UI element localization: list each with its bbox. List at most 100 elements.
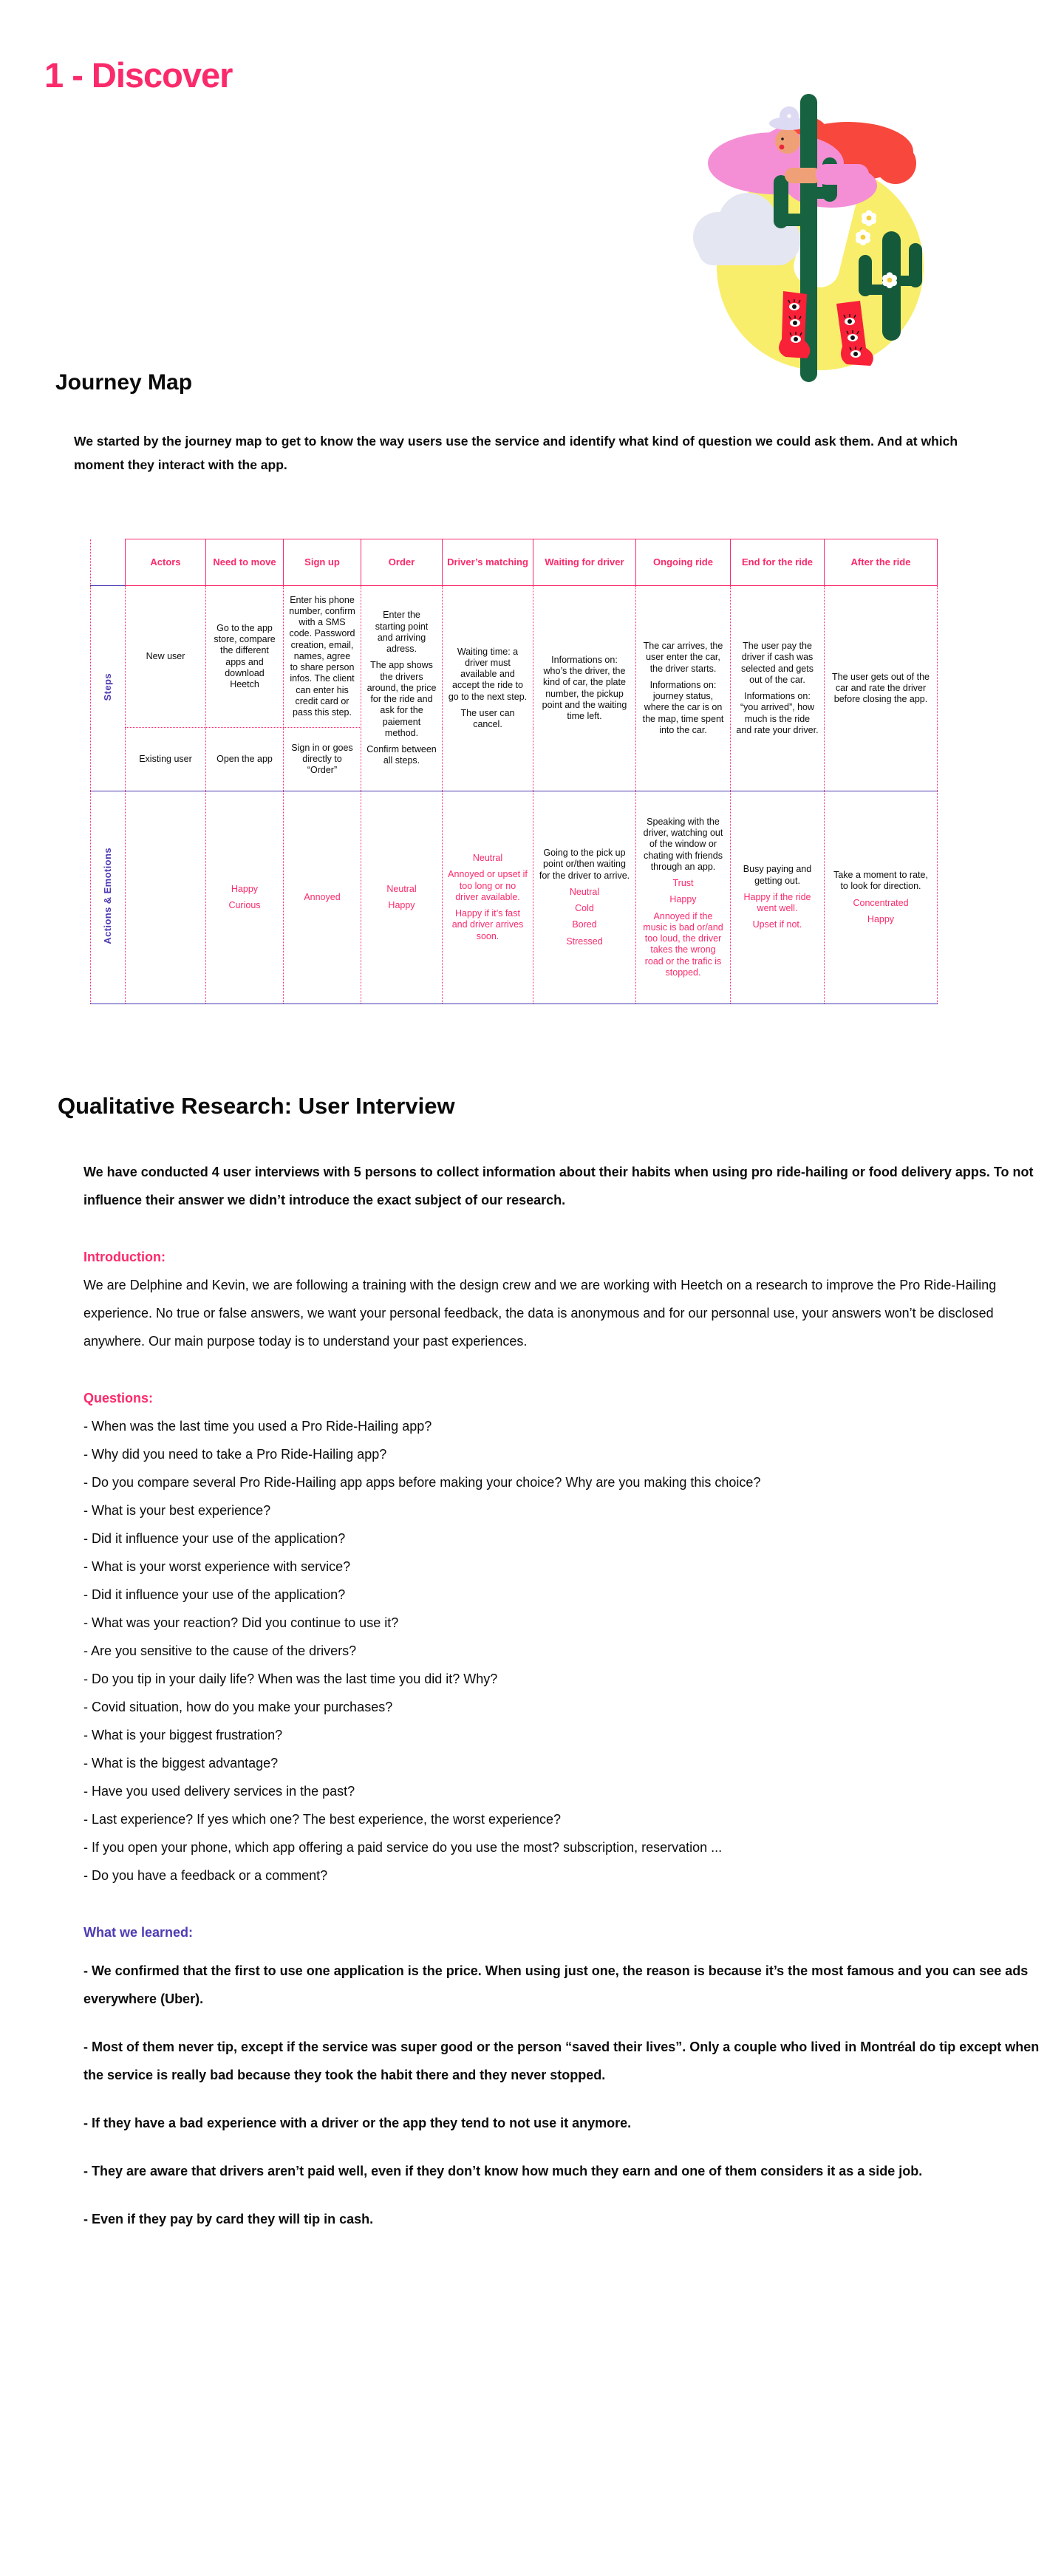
question-item: - Why did you need to take a Pro Ride-Ha… bbox=[83, 1447, 387, 1462]
col-header-ongoing-ride: Ongoing ride bbox=[635, 539, 731, 586]
cloud-icon bbox=[693, 193, 801, 265]
col-header-end-for-the-ride: End for the ride bbox=[730, 539, 825, 586]
emotion-cell-after: Take a moment to rate, to look for direc… bbox=[824, 791, 938, 1004]
emotion-text: Neutral bbox=[472, 853, 503, 864]
emotion-text: Stressed bbox=[566, 936, 603, 947]
learned-item: - They are aware that drivers aren’t pai… bbox=[83, 2164, 923, 2178]
emotion-text: Trust bbox=[672, 878, 694, 889]
emotion-cell-actors bbox=[125, 791, 206, 1004]
action-text: Speaking with the driver, watching out o… bbox=[643, 816, 723, 872]
emotion-cell-end: Busy paying and getting out. Happy if th… bbox=[730, 791, 825, 1004]
ongoing-step-text: The car arrives, the user enter the car,… bbox=[643, 641, 723, 674]
journey-map-table: Actors Need to move Sign up Order Driver… bbox=[90, 539, 938, 1004]
cell-new-user-signup: Enter his phone number, confirm with a S… bbox=[283, 585, 361, 728]
emotion-text: Happy if the ride went well. bbox=[743, 891, 811, 914]
cell-end-for-the-ride: The user pay the driver if cash was sele… bbox=[730, 585, 825, 791]
interview-intro: We have conducted 4 user interviews with… bbox=[83, 1165, 1034, 1207]
emotion-cell-signup: Annoyed bbox=[283, 791, 361, 1004]
cowgirl-face-shape bbox=[769, 106, 809, 154]
cowgirl-arm-shape bbox=[785, 164, 869, 185]
question-item: - What is your worst experience with ser… bbox=[83, 1559, 351, 1574]
what-we-learned-label: What we learned: bbox=[83, 1925, 194, 1940]
cell-ongoing-ride: The car arrives, the user enter the car,… bbox=[635, 585, 731, 791]
col-header-sign-up: Sign up bbox=[283, 539, 361, 586]
emotion-text: Neutral bbox=[386, 883, 417, 894]
cowboy-boots-icon bbox=[779, 291, 873, 366]
question-item: - When was the last time you used a Pro … bbox=[83, 1419, 432, 1434]
question-item: - Did it influence your use of the appli… bbox=[83, 1587, 346, 1602]
cell-drivers-matching: Waiting time: a driver must available an… bbox=[442, 585, 533, 791]
daisy-flowers-icon bbox=[856, 210, 897, 289]
question-item: - Did it influence your use of the appli… bbox=[83, 1531, 346, 1546]
emotion-text: Curious bbox=[228, 900, 261, 910]
question-item: - Have you used delivery services in the… bbox=[83, 1784, 355, 1799]
emotion-cell-waiting: Going to the pick up point or/then waiti… bbox=[533, 791, 636, 1004]
col-header-waiting-for-driver: Waiting for driver bbox=[533, 539, 636, 586]
discover-page: { "title": "1 - Discover", "colors": { "… bbox=[0, 55, 1064, 2576]
question-item: - Are you sensitive to the cause of the … bbox=[83, 1643, 357, 1658]
boot-eyes-icon bbox=[788, 299, 862, 358]
end-step-text: The user pay the driver if cash was sele… bbox=[741, 641, 814, 685]
cell-waiting-for-driver: Informations on: who’s the driver, the k… bbox=[533, 585, 636, 791]
emotions-group-label: Actions & Emotions bbox=[90, 791, 126, 1004]
question-item: - Do you tip in your daily life? When wa… bbox=[83, 1672, 498, 1686]
steps-existing-user-row: Existing user Open the app Sign in or go… bbox=[91, 727, 938, 791]
action-text: Going to the pick up point or/then waiti… bbox=[539, 848, 630, 881]
question-item: - What is your best experience? bbox=[83, 1503, 271, 1518]
emotion-text: Neutral bbox=[569, 886, 600, 897]
emotion-text: Bored bbox=[572, 919, 597, 930]
learned-item: - Even if they pay by card they will tip… bbox=[83, 2212, 374, 2226]
cowgirl-on-cactus-illustration bbox=[693, 94, 924, 382]
ongoing-step-text: Informations on: journey status, where t… bbox=[642, 679, 724, 735]
steps-group-label: Steps bbox=[90, 585, 126, 791]
waiting-step-text: Informations on: who’s the driver, the k… bbox=[542, 654, 627, 721]
steps-new-user-row: Steps New user Go to the app store, comp… bbox=[90, 585, 938, 791]
emotion-text: Happy bbox=[867, 913, 895, 924]
col-header-order: Order bbox=[361, 539, 443, 586]
small-cactus-icon bbox=[859, 231, 922, 341]
cell-existing-user-actor: Existing user bbox=[125, 727, 206, 791]
questions-label: Questions: bbox=[83, 1391, 154, 1405]
question-item: - What is your biggest frustration? bbox=[83, 1728, 283, 1742]
col-header-need-to-move: Need to move bbox=[205, 539, 284, 586]
question-item: - Last experience? If yes which one? The… bbox=[83, 1812, 562, 1827]
order-step-text: Enter the starting point and arriving ad… bbox=[375, 610, 429, 655]
matching-step-text: The user can cancel. bbox=[460, 707, 515, 730]
page-title: 1 - Discover bbox=[44, 55, 233, 95]
table-header-row: Actors Need to move Sign up Order Driver… bbox=[90, 539, 938, 586]
emotion-text: Upset if not. bbox=[752, 919, 802, 930]
action-text: Take a moment to rate, to look for direc… bbox=[833, 870, 928, 892]
learned-item: - If they have a bad experience with a d… bbox=[83, 2116, 632, 2130]
question-item: - What is the biggest advantage? bbox=[83, 1756, 279, 1771]
learned-item: - We confirmed that the first to use one… bbox=[83, 1963, 1029, 2006]
emotion-text: Happy bbox=[388, 900, 415, 910]
col-header-actors: Actors bbox=[125, 539, 206, 586]
cell-existing-user-need: Open the app bbox=[205, 727, 284, 791]
table-corner-cell bbox=[90, 539, 126, 586]
emotion-text: Concentrated bbox=[853, 897, 909, 908]
introduction-label: Introduction: bbox=[83, 1250, 166, 1264]
qualitative-research-heading: Qualitative Research: User Interview bbox=[58, 1093, 455, 1119]
learned-list: - We confirmed that the first to use one… bbox=[83, 1957, 1044, 2286]
matching-step-text: Waiting time: a driver must available an… bbox=[448, 646, 528, 702]
emotion-cell-ongoing: Speaking with the driver, watching out o… bbox=[635, 791, 731, 1004]
journey-map-table-wrap: Actors Need to move Sign up Order Driver… bbox=[90, 539, 1064, 1004]
journey-map-heading: Journey Map bbox=[55, 370, 193, 395]
action-text: Busy paying and getting out. bbox=[743, 864, 812, 886]
introduction-text: We are Delphine and Kevin, we are follow… bbox=[83, 1278, 997, 1349]
question-item: - Covid situation, how do you make your … bbox=[83, 1700, 393, 1714]
cell-new-user-actor: New user bbox=[125, 585, 206, 728]
cell-order: Enter the starting point and arriving ad… bbox=[361, 585, 443, 791]
learned-item: - Most of them never tip, except if the … bbox=[83, 2040, 1040, 2082]
col-header-after-the-ride: After the ride bbox=[824, 539, 938, 586]
order-step-text: Confirm between all steps. bbox=[366, 744, 437, 766]
emotion-text: Annoyed or upset if too long or no drive… bbox=[448, 869, 528, 902]
question-item: - Do you have a feedback or a comment? bbox=[83, 1868, 328, 1883]
end-step-text: Informations on: “you arrived”, how much… bbox=[736, 691, 819, 735]
question-item: - Do you compare several Pro Ride-Hailin… bbox=[83, 1475, 761, 1490]
after-step-text: The user gets out of the car and rate th… bbox=[831, 671, 930, 705]
